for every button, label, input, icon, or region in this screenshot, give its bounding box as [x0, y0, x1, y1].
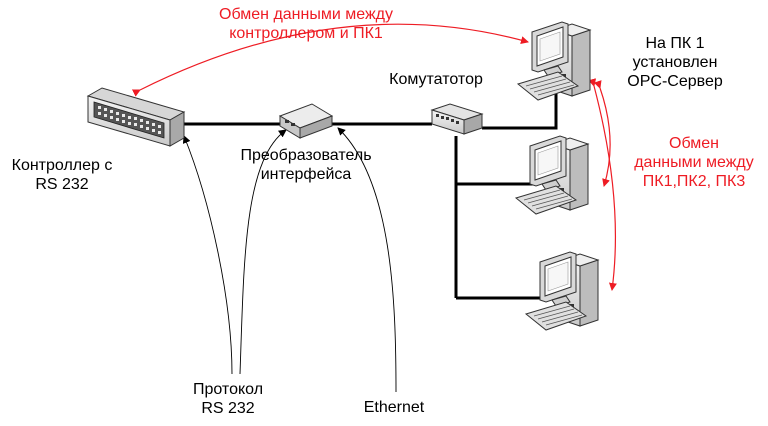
controller-icon: [86, 87, 186, 147]
exchange-pcs-label: Обмен данными между ПК1,ПК2, ПК3: [634, 135, 754, 190]
converter-label: Преобразователь интерфейса: [240, 147, 372, 183]
exchange-arrow-controller-pc1: [131, 23, 529, 97]
computer-icon-pc2: [515, 135, 589, 215]
network-cables: [180, 82, 558, 300]
switch-icon: [430, 103, 484, 135]
ethernet-arrow: [337, 127, 397, 393]
pc1-note-label: На ПК 1 установлен OPC-Сервер: [627, 35, 723, 90]
ethernet-label: Ethernet: [363, 399, 425, 416]
converter-icon: [278, 103, 334, 139]
protocol-arrow-controller: [182, 135, 233, 375]
switch-label: Комутатотор: [389, 71, 483, 88]
protocol-label: Протокол RS 232: [192, 381, 264, 417]
computer-icon-pc3: [525, 251, 599, 331]
controller-label: Контроллер с RS 232: [11, 157, 113, 193]
exchange-arrow-pcs-lower: [588, 78, 617, 291]
exchange-controller-pc1-label: Обмен данными между контроллером и ПК1: [219, 6, 393, 42]
protocol-arrow-converter: [239, 129, 287, 375]
computer-icon-pc1: [517, 21, 591, 101]
